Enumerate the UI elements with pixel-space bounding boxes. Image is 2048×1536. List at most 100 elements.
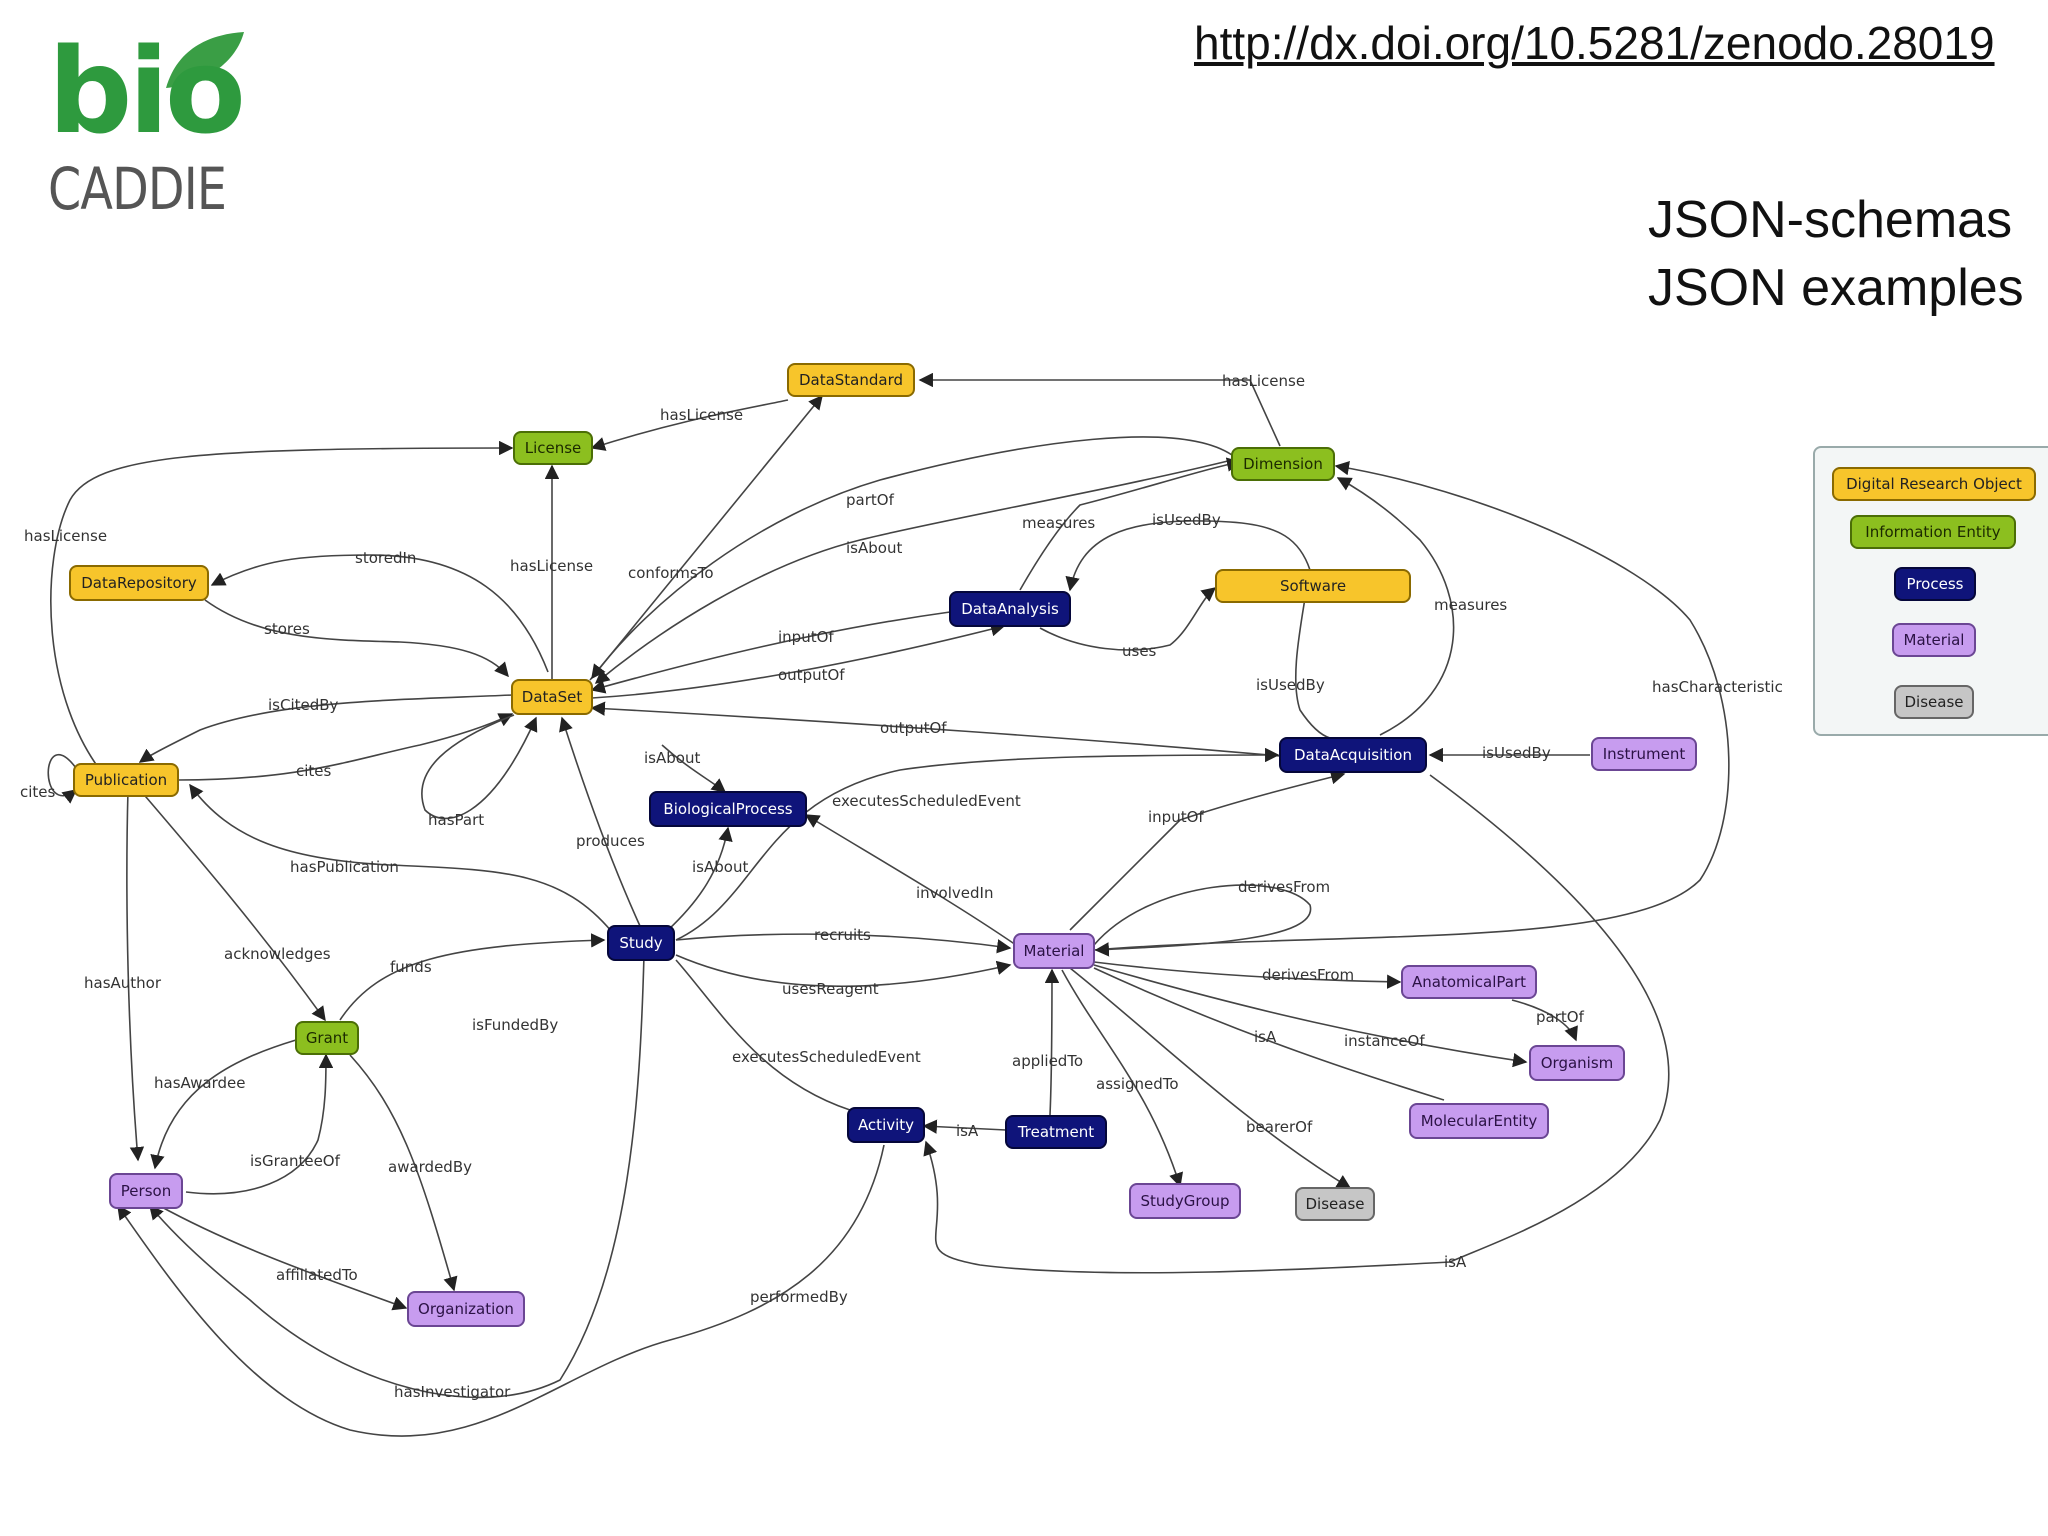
edge-haspublication <box>189 783 613 933</box>
label-executesscheduledevent-bp: executesScheduledEvent <box>832 792 1021 810</box>
label-funds: funds <box>390 958 432 976</box>
edge-isabout-study-bp <box>667 826 733 931</box>
doi-link[interactable]: http://dx.doi.org/10.5281/zenodo.28019 <box>1194 17 1995 69</box>
label-partof-org: partOf <box>1536 1008 1585 1026</box>
legend-label-material: Material <box>1904 631 1965 649</box>
node-person[interactable]: Person <box>109 1173 183 1209</box>
node-material[interactable]: Material <box>1013 933 1095 969</box>
label-isfundedby: isFundedBy <box>472 1016 558 1034</box>
edge-iscitedby <box>138 694 513 763</box>
json-examples-text: JSON examples <box>1648 259 2024 317</box>
node-publication[interactable]: Publication <box>73 763 179 797</box>
node-software[interactable]: Software <box>1215 569 1411 603</box>
node-software-label: Software <box>1280 577 1346 595</box>
edge-funds <box>339 933 606 1021</box>
node-studygroup-label: StudyGroup <box>1141 1192 1230 1210</box>
label-haspublication: hasPublication <box>290 858 399 876</box>
label-stores: stores <box>264 620 310 638</box>
leaf-icon <box>166 32 244 88</box>
edge-instanceof <box>1093 964 1528 1068</box>
label-cites: cites <box>296 762 332 780</box>
edge-isgranteeof <box>185 1053 334 1195</box>
node-datastandard[interactable]: DataStandard <box>787 363 915 397</box>
legend-label-process: Process <box>1907 575 1964 593</box>
edge-labels: hasLicense hasLicense hasLicense hasLice… <box>20 372 1783 1401</box>
node-license[interactable]: License <box>513 431 593 465</box>
edge-isusedby-sw-acq <box>1294 591 1331 739</box>
label-haslicense-mid: hasLicense <box>510 557 593 575</box>
label-appliedto: appliedTo <box>1012 1052 1083 1070</box>
legend-label-disease: Disease <box>1905 693 1964 711</box>
node-grant-label: Grant <box>306 1029 348 1047</box>
label-bearerof: bearerOf <box>1246 1118 1313 1136</box>
label-acknowledges: acknowledges <box>224 945 331 963</box>
label-assignedto: assignedTo <box>1096 1075 1179 1093</box>
label-haspart: hasPart <box>428 811 484 829</box>
label-partof-dim: partOf <box>846 491 895 509</box>
edge-outputof-ds <box>591 622 1006 699</box>
edge-isusedby-sw-da <box>1065 520 1311 592</box>
node-instrument[interactable]: Instrument <box>1591 737 1697 771</box>
node-disease-label: Disease <box>1306 1195 1365 1213</box>
node-dataset-label: DataSet <box>522 688 583 706</box>
edge-haslicense-dim-std <box>918 372 1281 447</box>
label-measures-acq: measures <box>1434 596 1507 614</box>
edge-outputof-acq <box>590 701 1281 757</box>
node-anatomicalpart[interactable]: AnatomicalPart <box>1401 965 1537 999</box>
label-outputof-ds: outputOf <box>778 666 845 684</box>
node-license-label: License <box>525 439 582 457</box>
node-disease[interactable]: Disease <box>1295 1187 1375 1221</box>
node-activity[interactable]: Activity <box>847 1107 925 1143</box>
biocaddie-logo: bio CADDIE <box>40 20 246 218</box>
node-organization[interactable]: Organization <box>407 1291 525 1327</box>
node-dimension[interactable]: Dimension <box>1231 447 1335 481</box>
label-performedby: performedBy <box>750 1288 848 1306</box>
label-storedin: storedIn <box>355 549 416 567</box>
node-datastandard-label: DataStandard <box>799 371 903 389</box>
node-dataanalysis[interactable]: DataAnalysis <box>949 591 1071 627</box>
node-dataacquisition[interactable]: DataAcquisition <box>1279 737 1427 773</box>
edge-study-acq-curve <box>675 747 1280 941</box>
edge-hasauthor <box>126 789 145 1162</box>
node-dataanalysis-label: DataAnalysis <box>961 600 1059 618</box>
edge-storedin <box>210 554 549 673</box>
label-instanceof: instanceOf <box>1344 1032 1425 1050</box>
label-derivesfrom-self: derivesFrom <box>1238 878 1330 896</box>
edge-executesscheduledevent-act <box>675 959 851 1111</box>
label-outputof-acq: outputOf <box>880 719 947 737</box>
label-haslicense-std: hasLicense <box>660 406 743 424</box>
label-isusedby-acq: isUsedBy <box>1256 676 1325 694</box>
node-dataset[interactable]: DataSet <box>511 679 593 715</box>
node-study[interactable]: Study <box>607 925 675 961</box>
node-datarepository[interactable]: DataRepository <box>69 565 209 601</box>
node-anatomicalpart-label: AnatomicalPart <box>1412 973 1526 991</box>
edge-isabout-study-ds <box>661 744 727 793</box>
legend-swatches: Digital Research Object Information Enti… <box>1832 467 2036 719</box>
node-person-label: Person <box>121 1182 171 1200</box>
edge-hasinvestigator <box>149 954 645 1399</box>
node-studygroup[interactable]: StudyGroup <box>1129 1183 1241 1219</box>
label-hasauthor: hasAuthor <box>84 974 162 992</box>
edge-isa-treat <box>922 1119 1007 1134</box>
edge-inputof-ds <box>590 611 951 694</box>
node-molecularentity[interactable]: MolecularEntity <box>1409 1103 1549 1139</box>
label-isa-org: isA <box>1254 1028 1277 1046</box>
label-awardedby: awardedBy <box>388 1158 472 1176</box>
node-instrument-label: Instrument <box>1603 745 1686 763</box>
logo-bio-text: bio <box>48 22 246 160</box>
edge-partof-org <box>1511 999 1578 1042</box>
label-isabout-ds: isAbout <box>644 749 700 767</box>
label-cites-self: cites <box>20 783 56 801</box>
edge-assignedto <box>1061 969 1184 1188</box>
edge-usesreagent <box>675 954 1012 987</box>
node-organism[interactable]: Organism <box>1529 1045 1625 1081</box>
nodes: DataStandard DataRepository Software Dat… <box>69 363 1697 1327</box>
node-material-label: Material <box>1024 942 1085 960</box>
node-treatment[interactable]: Treatment <box>1005 1115 1107 1149</box>
node-biologicalprocess[interactable]: BiologicalProcess <box>649 791 807 827</box>
edge-bearerof <box>1069 967 1352 1189</box>
node-grant[interactable]: Grant <box>295 1021 359 1055</box>
node-publication-label: Publication <box>85 771 167 789</box>
label-isa-acq: isA <box>1444 1253 1467 1271</box>
label-conformsto: conformsTo <box>628 564 714 582</box>
